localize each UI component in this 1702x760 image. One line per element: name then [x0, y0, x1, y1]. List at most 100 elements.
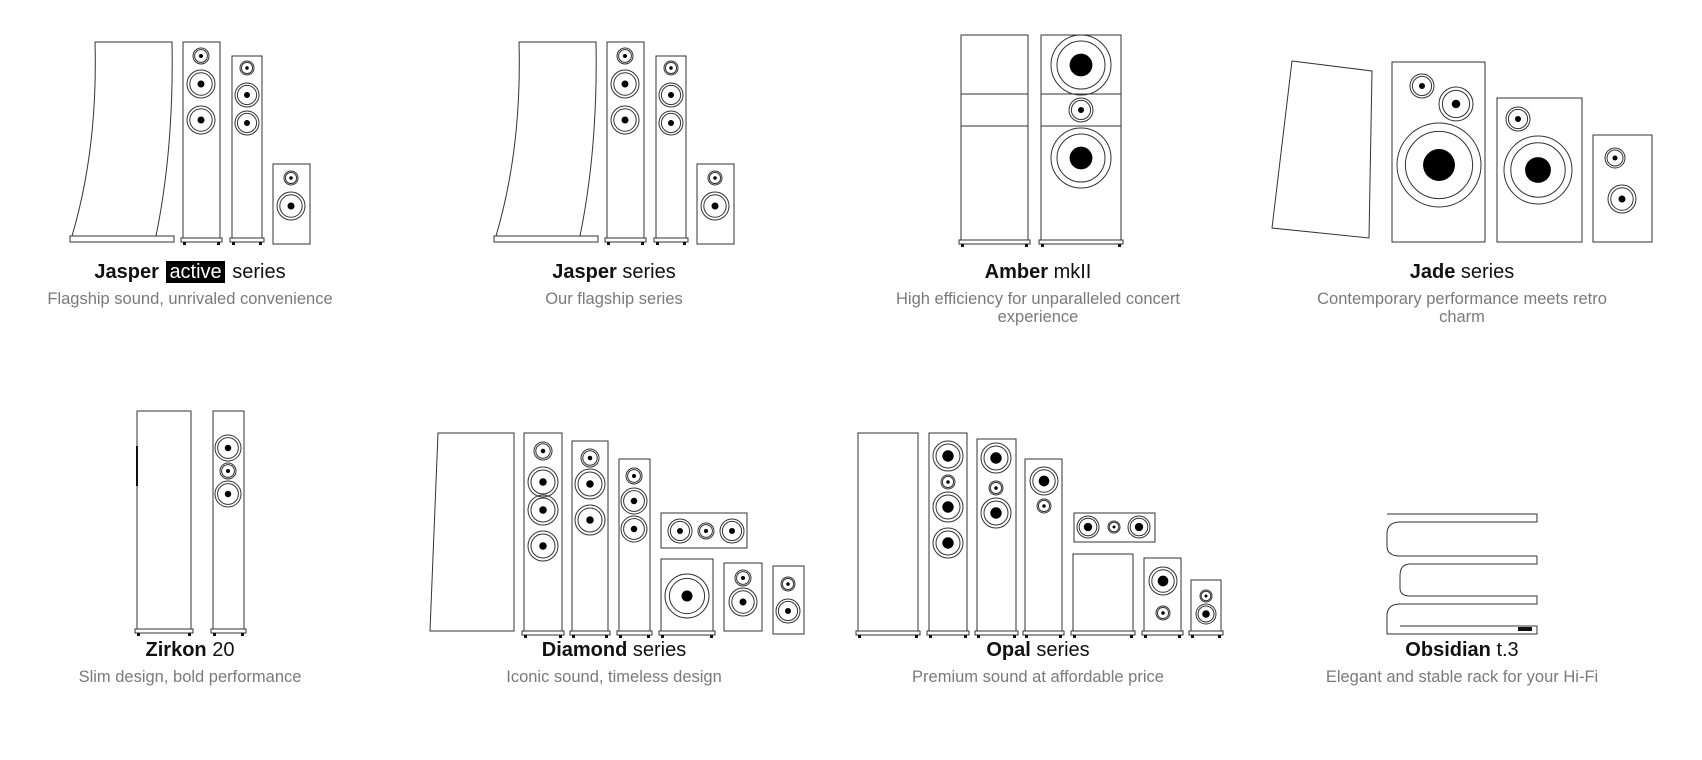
driver-icon	[932, 440, 964, 472]
speaker-foot	[1178, 635, 1181, 638]
driver-icon	[1409, 73, 1435, 99]
driver-icon	[627, 469, 641, 483]
rack-lower-shelf	[1386, 556, 1538, 635]
driver-icon	[1155, 605, 1171, 621]
speaker-base	[210, 628, 247, 634]
speaker-foot	[259, 242, 262, 245]
driver-center-icon	[539, 542, 547, 550]
speaker-cabinet	[272, 163, 311, 245]
product-card-amber-2[interactable]: Amber mkII High efficiency for unparalle…	[826, 28, 1250, 326]
driver-icon	[1107, 520, 1121, 534]
driver-icon	[239, 60, 255, 76]
product-name: Diamond	[541, 639, 628, 661]
driver-icon	[189, 108, 213, 132]
speaker-base	[134, 628, 194, 634]
product-tagline: Our flagship series	[545, 290, 683, 308]
product-title: Obsidian t.3	[1250, 638, 1674, 662]
driver-icon	[283, 170, 299, 186]
driver-icon	[530, 469, 556, 495]
product-name: Zirkon	[145, 639, 207, 661]
speaker-foot	[241, 633, 244, 636]
driver-icon	[940, 474, 956, 490]
driver-icon	[217, 437, 239, 459]
driver-icon	[1604, 147, 1626, 169]
driver-icon	[660, 112, 682, 134]
driver-icon	[1151, 569, 1175, 593]
driver-icon	[980, 497, 1012, 529]
driver-center-icon	[621, 80, 629, 88]
product-card-opal-6[interactable]: Opal series Premium sound at affordable …	[826, 406, 1250, 686]
product-card-zirkon-4[interactable]: Zirkon 20 Slim design, bold performance	[0, 406, 402, 686]
speaker-foot	[710, 635, 713, 638]
driver-center-icon	[786, 582, 790, 586]
product-card-diamond-5[interactable]: Diamond series Iconic sound, timeless de…	[402, 406, 826, 686]
driver-center-icon	[539, 506, 547, 514]
driver-icon	[669, 520, 691, 542]
driver-icon	[219, 462, 237, 480]
speaker-foot	[1013, 635, 1016, 638]
driver-center-icon	[245, 66, 249, 70]
product-name: Jade	[1409, 261, 1456, 283]
speaker-foot	[605, 635, 608, 638]
speaker-cabinet	[696, 163, 735, 245]
driver-center-icon	[1042, 504, 1046, 508]
driver-icon	[1037, 499, 1051, 513]
driver-icon	[276, 191, 306, 221]
driver-icon	[1036, 498, 1052, 514]
speaker-cabinet	[857, 432, 919, 632]
driver-icon	[535, 443, 551, 459]
driver-icon	[1127, 515, 1151, 539]
product-tagline: Slim design, bold performance	[78, 668, 302, 686]
driver-center-icon	[990, 507, 1002, 519]
product-tagline: Premium sound at affordable price	[912, 668, 1164, 686]
driver-icon	[610, 105, 640, 135]
driver-icon	[734, 569, 752, 587]
product-tagline: High efficiency for unparalleled concert…	[895, 290, 1181, 326]
speaker-cabinet	[212, 410, 245, 630]
driver-center-icon	[586, 480, 594, 488]
product-card-obsidian-7[interactable]: Obsidian t.3 Elegant and stable rack for…	[1250, 406, 1674, 686]
driver-icon	[781, 577, 795, 591]
driver-center-icon	[244, 120, 250, 126]
speaker-foot	[641, 242, 644, 245]
speaker-foot	[647, 635, 650, 638]
driver-icon	[192, 47, 210, 65]
driver-center-icon	[990, 452, 1002, 464]
speaker-foot	[183, 242, 186, 245]
driver-icon	[613, 108, 637, 132]
driver-icon	[935, 530, 961, 556]
speaker-foot	[1118, 244, 1121, 247]
speaker-base	[1022, 630, 1065, 636]
speaker-foot	[915, 635, 918, 638]
driver-icon	[527, 466, 559, 498]
driver-icon	[214, 480, 242, 508]
driver-center-icon	[1419, 83, 1425, 89]
driver-icon	[780, 576, 796, 592]
driver-icon	[697, 522, 715, 540]
driver-icon	[279, 194, 303, 218]
driver-icon	[1510, 142, 1566, 198]
driver-center-icon	[1161, 611, 1165, 615]
driver-center-icon	[1112, 525, 1116, 529]
panel-speaker	[1271, 60, 1373, 239]
driver-center-icon	[942, 501, 954, 513]
driver-icon	[1068, 97, 1094, 123]
driver-center-icon	[994, 486, 998, 490]
speaker-foot	[188, 633, 191, 636]
speaker-foot	[559, 635, 562, 638]
product-card-jasper-0[interactable]: Jasper active series Flagship sound, unr…	[0, 28, 402, 308]
driver-icon	[731, 590, 755, 614]
product-card-jasper-1[interactable]: Jasper series Our flagship series	[402, 28, 826, 308]
speaker-base	[926, 630, 970, 636]
product-card-jade-3[interactable]: Jade series Contemporary performance mee…	[1250, 28, 1674, 326]
speaker-foot	[1041, 244, 1044, 247]
driver-icon	[580, 448, 600, 468]
driver-icon	[1148, 566, 1178, 596]
speaker-foot	[1025, 244, 1028, 247]
driver-icon	[1503, 135, 1573, 205]
driver-icon	[1032, 469, 1056, 493]
speaker-foot	[683, 242, 686, 245]
driver-icon	[1396, 122, 1482, 208]
speaker-cabinet	[772, 565, 805, 635]
driver-icon	[217, 483, 239, 505]
